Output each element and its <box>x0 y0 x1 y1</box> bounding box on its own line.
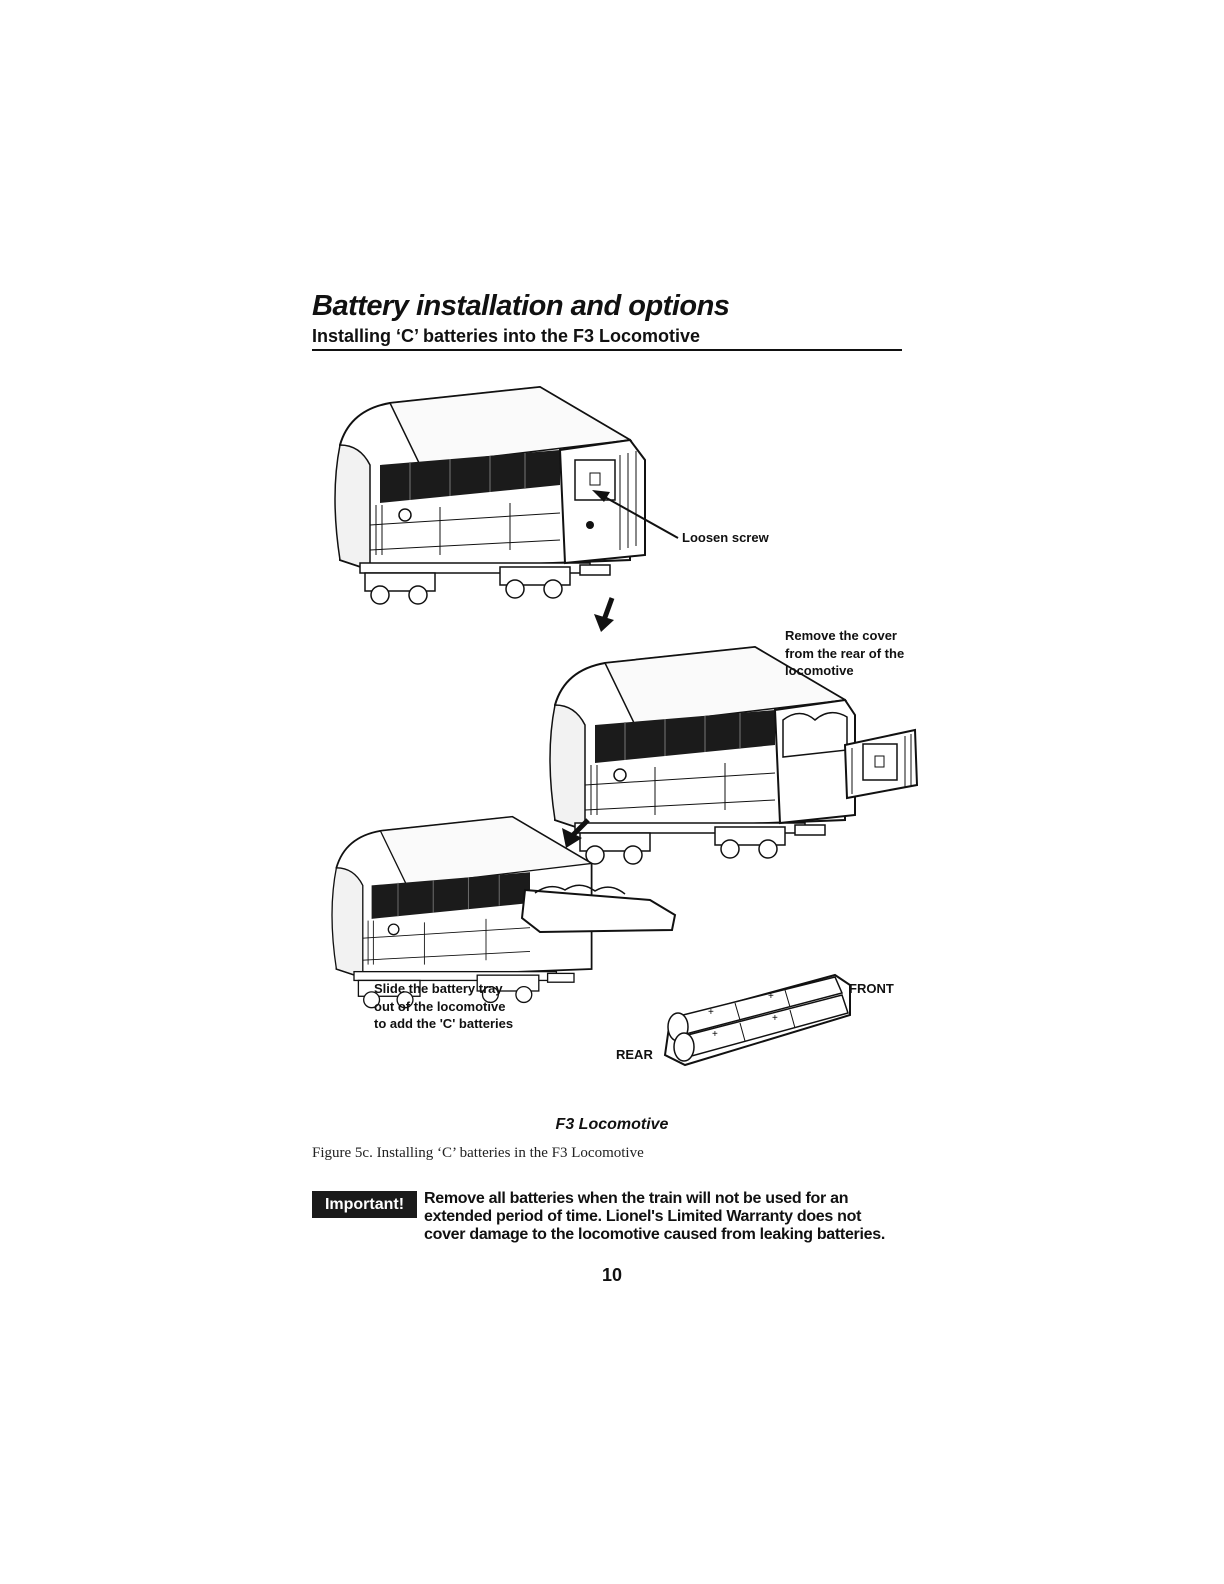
screw-pointer-line <box>602 495 679 539</box>
label-rear: REAR <box>616 1047 653 1062</box>
battery-installation-figure: + + + + Loosen screw Remove the cover fr… <box>300 370 920 1080</box>
svg-text:+: + <box>768 991 774 1002</box>
figure-caption: Figure 5c. Installing ‘C’ batteries in t… <box>312 1145 644 1161</box>
page-number: 10 <box>601 1265 623 1285</box>
figure-label: F3 Locomotive <box>555 1116 669 1133</box>
title-rule <box>312 349 902 351</box>
step-arrow-2 <box>562 818 590 848</box>
svg-text:+: + <box>712 1029 718 1040</box>
battery-tray-detail: + + + + <box>663 973 851 1067</box>
svg-text:+: + <box>772 1013 778 1024</box>
locomotive-step-2 <box>549 646 856 865</box>
section-subtitle: Installing ‘C’ batteries into the F3 Loc… <box>312 326 701 346</box>
section-title: Battery installation and options <box>312 290 730 322</box>
locomotive-illustration: + + + + <box>331 386 919 1067</box>
important-badge: Important! <box>312 1191 417 1218</box>
callout-loosen-screw: Loosen screw <box>682 530 769 545</box>
label-front: FRONT <box>849 981 894 996</box>
important-note: Remove all batteries when the train will… <box>424 1190 885 1243</box>
callout-remove-cover: Remove the cover from the rear of the lo… <box>785 628 905 678</box>
removed-rear-cover <box>843 728 919 800</box>
screw-pointer-arrowhead <box>592 490 610 502</box>
battery-tray-sliding <box>520 884 677 934</box>
step-arrow-1 <box>594 597 615 632</box>
callout-slide-tray: Slide the battery tray out of the locomo… <box>374 981 514 1031</box>
svg-text:+: + <box>708 1007 714 1018</box>
